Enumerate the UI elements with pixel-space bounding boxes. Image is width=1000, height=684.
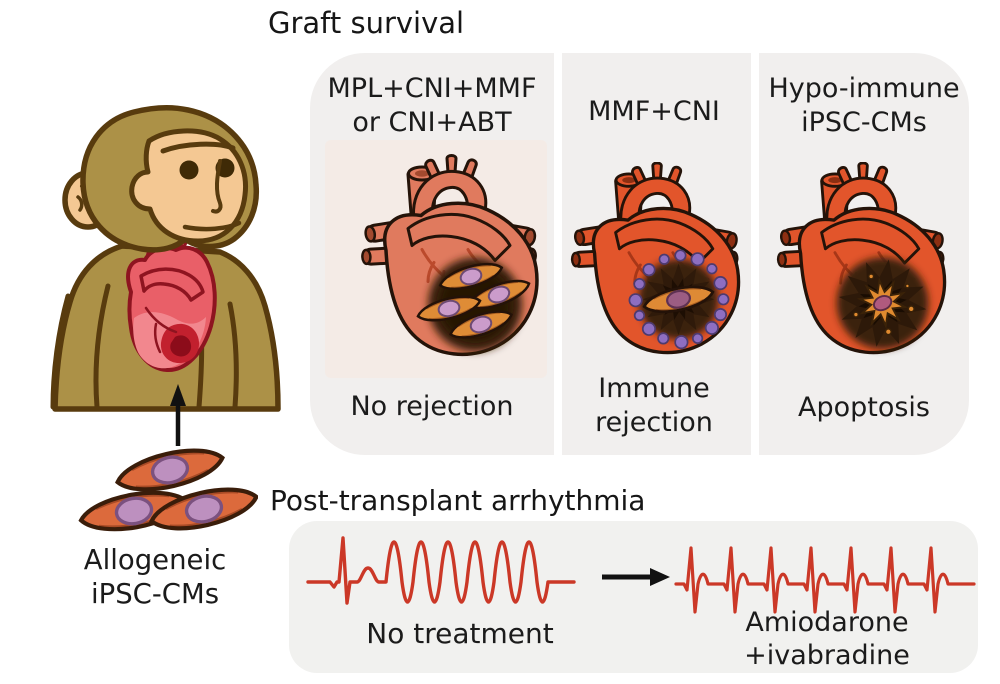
monkey-face <box>129 128 249 244</box>
allogeneic-cells-label-line2: iPSC-CMs <box>90 578 220 610</box>
heart-with-immune-cell-attack <box>571 162 739 353</box>
treatment-label-3-line1: Hypo-immune <box>768 73 960 104</box>
apoptotic-cell <box>852 273 915 336</box>
outcome-label-3: Apoptosis <box>753 391 975 425</box>
treatment-label-2-line1: MMF+CNI <box>588 96 720 127</box>
treatment-label-1: MPL+CNI+MMF or CNI+ABT <box>312 72 552 140</box>
regular-ecg-trace <box>674 546 976 614</box>
after-treatment-label-line2: +ivabradine <box>744 640 910 671</box>
panel-divider-2 <box>751 53 759 455</box>
immune-cell-ring <box>628 249 730 350</box>
before-treatment-label: No treatment <box>366 617 554 650</box>
panel-divider-1 <box>554 53 562 455</box>
up-arrow <box>170 384 186 446</box>
treatment-label-1-line1: MPL+CNI+MMF <box>327 73 537 104</box>
after-treatment-label-line1: Amiodarone <box>745 607 909 638</box>
outcome-label-1-line1: No rejection <box>350 391 514 422</box>
transplanted-heart <box>126 224 217 372</box>
monkey-with-transplanted-heart <box>50 105 281 412</box>
treatment-label-3-line2: iPSC-CMs <box>801 107 927 138</box>
graft-survival-heading: Graft survival <box>268 6 465 40</box>
allogeneic-cells-label-line1: Allogeneic <box>83 544 227 576</box>
outcome-label-2-line1: Immune <box>598 373 710 404</box>
irregular-ecg-trace <box>306 536 576 605</box>
treatment-label-1-line2: or CNI+ABT <box>352 107 512 138</box>
arrhythmia-heading: Post-transplant arrhythmia <box>270 484 646 517</box>
monkey-brow <box>160 141 236 154</box>
monkey-mouth <box>182 220 242 232</box>
treatment-label-2: MMF+CNI <box>556 95 752 129</box>
outcome-label-1: No rejection <box>312 390 552 424</box>
after-treatment-label: Amiodarone +ivabradine <box>697 606 957 672</box>
monkey-eye <box>179 160 199 180</box>
monkey-ear-inner <box>76 195 84 212</box>
outcome-label-2-line2: rejection <box>595 407 713 438</box>
allogeneic-cells-label: Allogeneic iPSC-CMs <box>52 543 258 611</box>
heart-with-apoptotic-graft <box>777 162 945 353</box>
right-arrow <box>602 568 670 586</box>
outcome-label-2: Immune rejection <box>556 372 752 440</box>
monkey-nose <box>211 159 223 214</box>
heart-with-surviving-graft <box>362 155 537 355</box>
treatment-label-3: Hypo-immune iPSC-CMs <box>753 72 975 140</box>
outcome-label-3-line1: Apoptosis <box>797 392 930 423</box>
allogeneic-cardiomyocyte-cells <box>76 440 258 539</box>
